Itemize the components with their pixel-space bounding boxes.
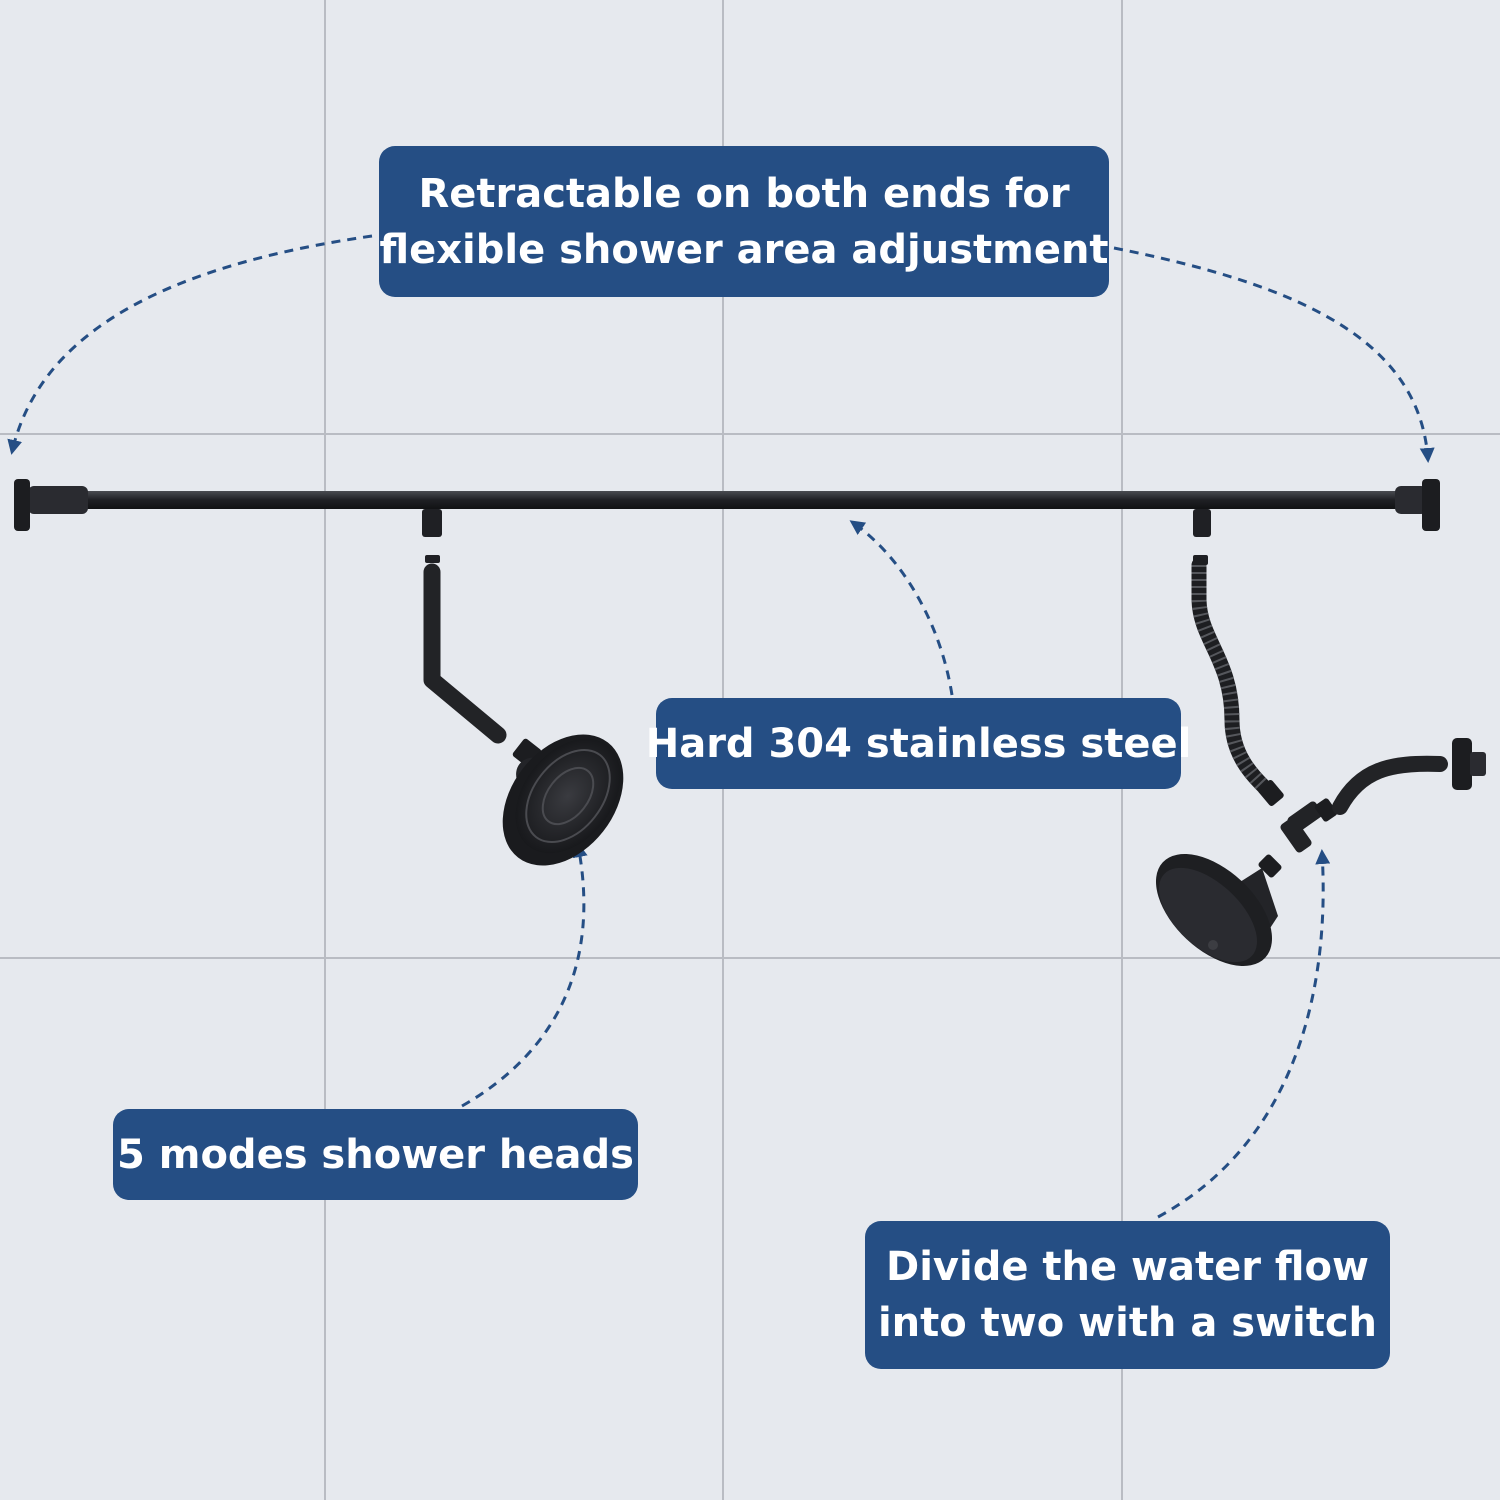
callout-divide-line1: Divide the water flow [886, 1244, 1369, 1290]
callout-retractable: Retractable on both ends for flexible sh… [379, 146, 1109, 297]
callout-arrows [7, 234, 1435, 1219]
rod-outlet-right [1193, 509, 1211, 537]
rain-shower-head-icon [502, 734, 624, 866]
arrow-to-diverter [1157, 849, 1331, 1219]
callout-stainless-steel: Hard 304 stainless steel [646, 698, 1191, 789]
callout-divide-line2: into two with a switch [877, 1300, 1378, 1346]
wall-shower-arm-icon [1332, 738, 1486, 815]
callout-retractable-line2: flexible shower area adjustment [379, 226, 1109, 273]
tee-diverter-icon [1280, 798, 1338, 853]
rod-icon [14, 479, 1440, 565]
arrow-to-shower-head [461, 842, 588, 1108]
rod-sleeve-right [1395, 486, 1427, 514]
rod-outlet-left [422, 509, 442, 537]
flexible-hose-icon [1191, 557, 1284, 806]
rod-flange-left [14, 479, 30, 531]
arrow-to-left-end [7, 234, 373, 455]
round-shower-head-icon [1155, 854, 1282, 966]
callout-stainless-text: Hard 304 stainless steel [645, 720, 1192, 767]
callout-divide-flow: Divide the water flow into two with a sw… [865, 1221, 1390, 1369]
arrow-to-right-end [1113, 246, 1435, 463]
rod-flange-right [1422, 479, 1440, 531]
arrow-to-rod [849, 520, 954, 696]
callout-shower-modes: 5 modes shower heads [113, 1109, 638, 1200]
callout-modes-text: 5 modes shower heads [117, 1131, 634, 1178]
rod-nut-left [425, 555, 440, 563]
shower-arm-icon [423, 563, 507, 744]
rod-sleeve-left [28, 486, 88, 514]
callout-retractable-line1: Retractable on both ends for [418, 170, 1070, 217]
rod-bar [28, 491, 1424, 509]
